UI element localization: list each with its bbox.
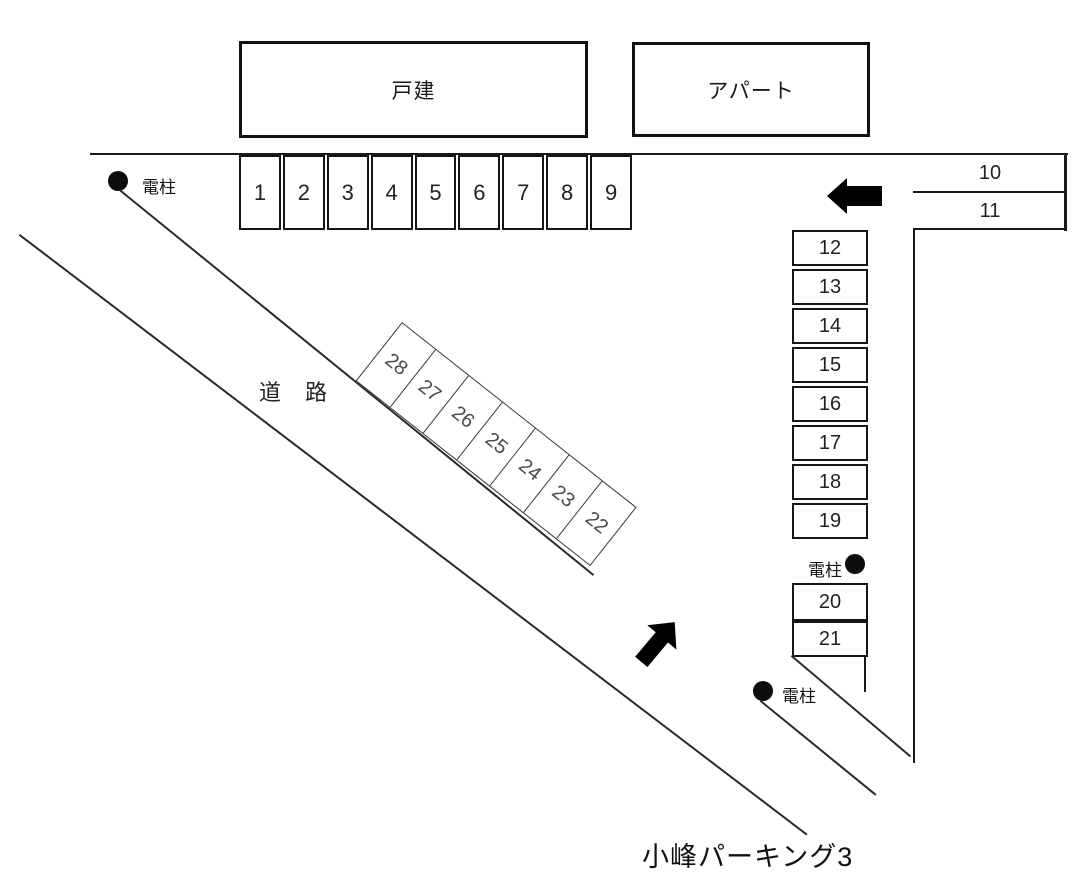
space-9-label: 9 [604, 179, 618, 205]
space-2-label: 2 [297, 179, 310, 205]
spaces-20-21: 20 21 [792, 583, 868, 657]
pole-dot-bottom-icon [753, 681, 773, 701]
right-vertical-boundary [913, 230, 915, 763]
space-4-label: 4 [385, 179, 398, 205]
space-15: 15 [792, 347, 868, 383]
space-6-label: 6 [473, 179, 486, 205]
top-boundary-line [90, 153, 1068, 155]
space-24-label: 24 [514, 454, 546, 486]
divider-10-11 [913, 191, 1066, 193]
spaces-row-1-9: 1 2 3 4 5 6 7 8 9 [239, 155, 633, 230]
space-13: 13 [792, 269, 868, 305]
space-20: 20 [792, 583, 868, 621]
space-4: 4 [370, 155, 413, 230]
space-18: 18 [792, 464, 868, 500]
space-11-label: 11 [979, 200, 1001, 222]
right-edge-10-11 [1064, 153, 1067, 231]
space-21: 21 [792, 621, 868, 657]
space-25-label: 25 [480, 428, 512, 460]
space-21-label: 21 [818, 627, 842, 650]
space-26-label: 26 [447, 401, 479, 433]
space-5: 5 [414, 155, 457, 230]
spaces-col-12-19: 12 13 14 15 16 17 18 19 [792, 230, 868, 542]
road-lower-edge [18, 234, 808, 836]
building-apartment-label: アパート [707, 79, 795, 103]
up-right-arrow-icon [625, 608, 690, 675]
road-upper-edge [118, 189, 595, 576]
space-17-label: 17 [818, 431, 842, 454]
space-16-label: 16 [818, 392, 842, 415]
space-17: 17 [792, 425, 868, 461]
space-19: 19 [792, 503, 868, 539]
building-house: 戸建 [239, 41, 588, 138]
space-9: 9 [590, 155, 633, 230]
space-7-label: 7 [517, 179, 530, 205]
pole-label-left: 電柱 [142, 178, 176, 197]
bottom-line-11 [913, 228, 1066, 230]
space-8: 8 [546, 155, 589, 230]
space-18-label: 18 [818, 470, 842, 493]
space-14: 14 [792, 308, 868, 344]
space-20-label: 20 [818, 590, 842, 613]
space-2: 2 [282, 155, 325, 230]
pole-label-middle: 電柱 [808, 561, 842, 580]
space-16: 16 [792, 386, 868, 422]
space-10: 10 [955, 162, 1025, 185]
space-12: 12 [792, 230, 868, 266]
space-14-label: 14 [818, 314, 842, 337]
edge-below-21 [864, 655, 866, 692]
building-house-label: 戸建 [391, 79, 436, 103]
space-12-label: 12 [818, 236, 842, 259]
pole-dot-middle-icon [845, 554, 865, 574]
space-27-label: 27 [414, 375, 446, 407]
space-3-label: 3 [341, 179, 354, 205]
space-1: 1 [239, 155, 281, 230]
space-3: 3 [326, 155, 369, 230]
space-7: 7 [502, 155, 545, 230]
space-6: 6 [458, 155, 501, 230]
pole-dot-left-icon [108, 171, 128, 191]
spaces-diagonal-22-28: 28 27 26 25 24 23 22 [355, 322, 637, 567]
page-title: 小峰パーキング3 [642, 842, 854, 872]
space-15-label: 15 [818, 353, 842, 376]
space-10-label: 10 [978, 162, 1002, 184]
pole-label-bottom: 電柱 [782, 687, 816, 706]
space-11: 11 [955, 200, 1025, 223]
building-apartment: アパート [632, 42, 870, 137]
space-8-label: 8 [561, 179, 574, 205]
space-5-label: 5 [429, 179, 442, 205]
space-28-label: 28 [380, 349, 412, 381]
space-19-label: 19 [818, 509, 842, 532]
left-arrow-icon [827, 178, 882, 214]
space-13-label: 13 [818, 275, 842, 298]
road-label: 道 路 [259, 380, 337, 405]
space-1-label: 1 [253, 179, 267, 205]
space-22-label: 22 [581, 507, 613, 539]
space-23-label: 23 [547, 480, 579, 513]
